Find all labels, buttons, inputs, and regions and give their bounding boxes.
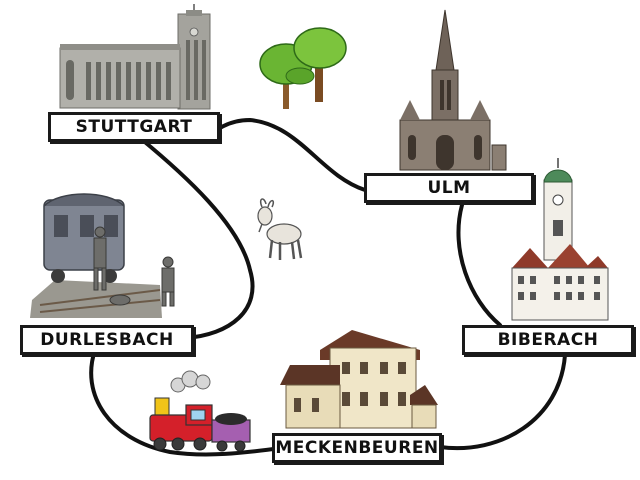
- station-label-stuttgart[interactable]: STUTTGART: [48, 112, 220, 142]
- ulm-minster-icon: [400, 10, 506, 170]
- station-label-ulm[interactable]: ULM: [364, 173, 534, 203]
- station-label-biberach[interactable]: BIBERACH: [462, 325, 634, 355]
- stuttgart-station-tower-icon: [60, 4, 210, 109]
- goat-icon: [258, 199, 301, 260]
- station-label-meckenbeuren[interactable]: MECKENBEUREN: [272, 433, 442, 463]
- trees-icon: [260, 28, 346, 109]
- toy-train-icon: [150, 371, 250, 451]
- durlesbach-wagon-statue-icon: [30, 194, 174, 318]
- meckenbeuren-station-icon: [280, 330, 438, 428]
- station-label-durlesbach[interactable]: DURLESBACH: [20, 325, 194, 355]
